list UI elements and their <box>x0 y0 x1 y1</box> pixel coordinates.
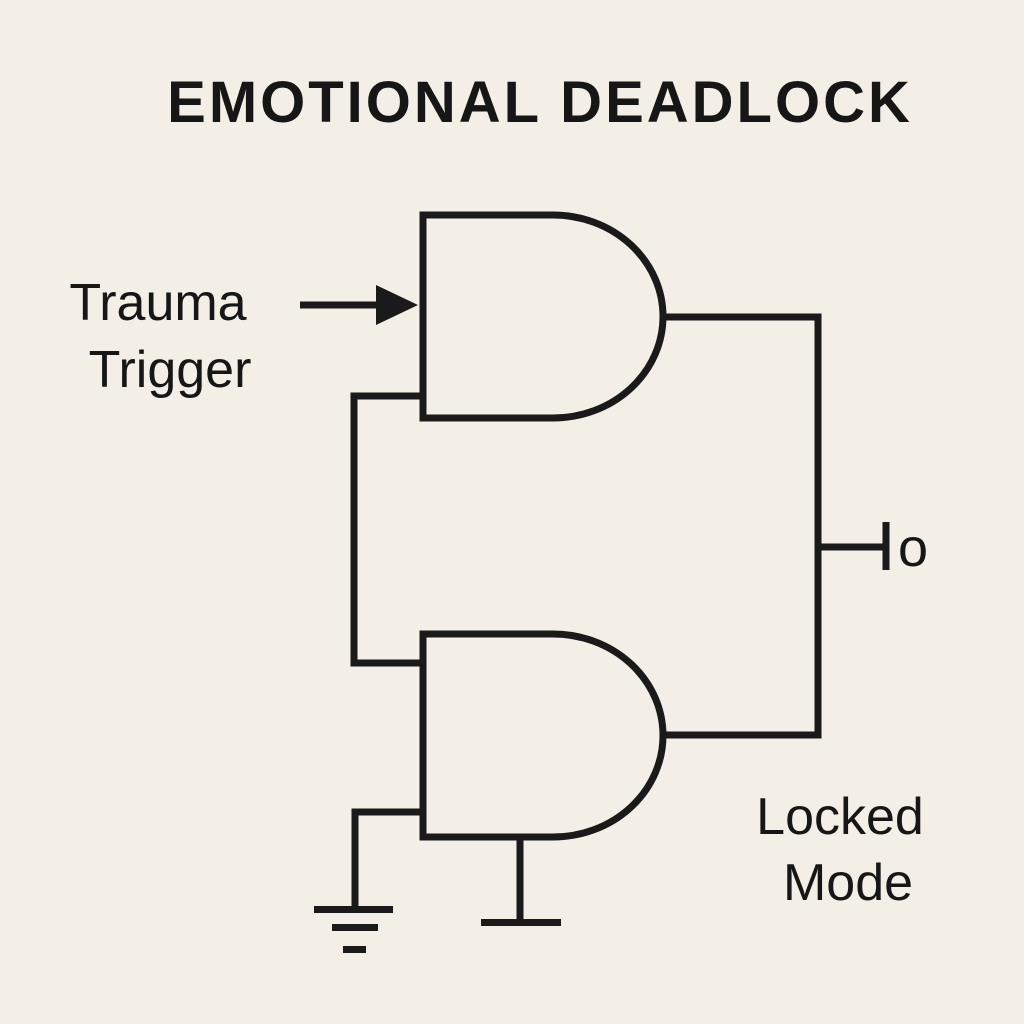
output-bus-wire <box>663 313 822 739</box>
output-terminal-label: o <box>898 518 928 578</box>
output-label-line2: Mode <box>783 854 913 912</box>
feedback-wire <box>350 392 423 667</box>
diagram-title: EMOTIONAL DEADLOCK <box>167 70 913 135</box>
input-label-line2: Trigger <box>89 341 252 399</box>
tee-terminal-icon <box>481 837 561 926</box>
input-arrow-icon <box>300 285 418 325</box>
and-gate-top <box>419 211 667 422</box>
output-terminal: o <box>818 518 928 578</box>
ground-icon <box>314 808 423 953</box>
and-gate-bottom <box>419 630 667 841</box>
output-label-line1: Locked <box>756 788 924 846</box>
input-label-line1: Trauma <box>69 274 246 332</box>
